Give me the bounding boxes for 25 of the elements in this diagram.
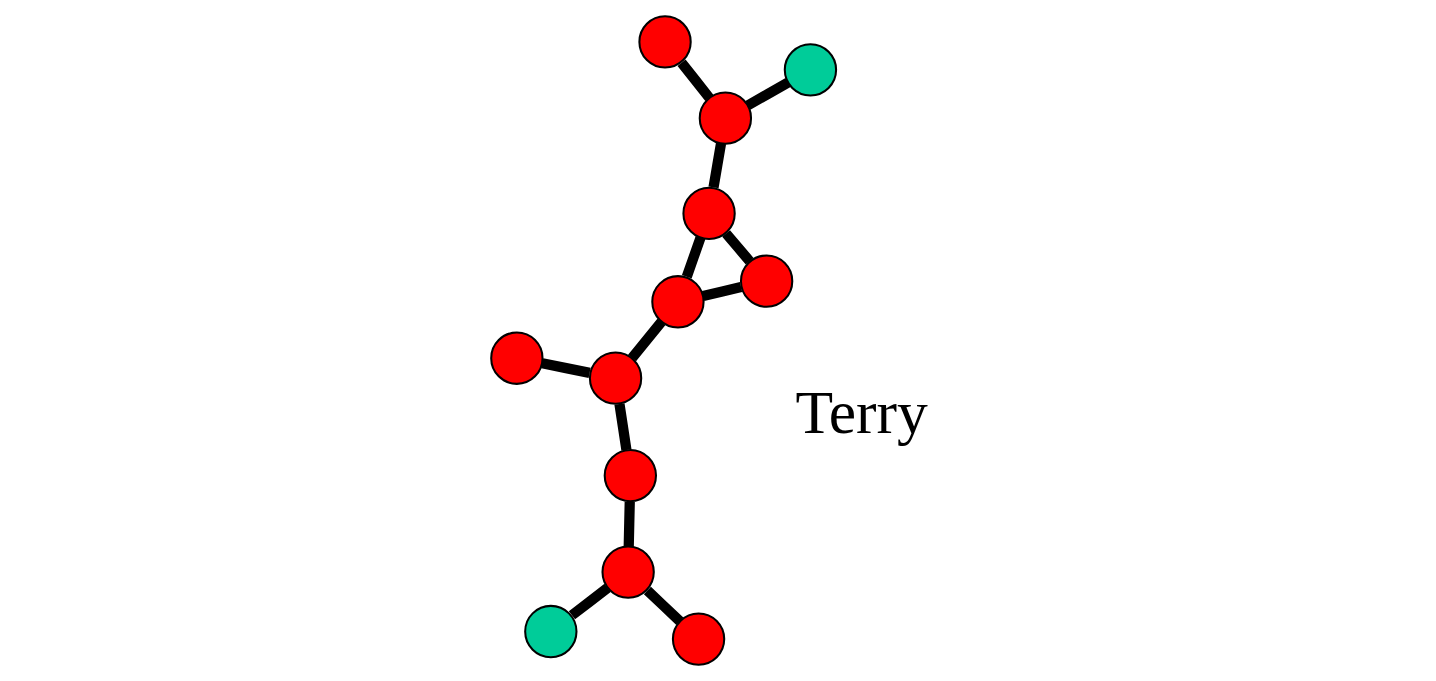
connector — [568, 583, 611, 620]
connector — [643, 586, 684, 625]
connector — [541, 358, 591, 378]
connector — [614, 403, 632, 451]
node-circle — [682, 186, 736, 241]
connector — [677, 59, 714, 102]
connector — [701, 282, 743, 301]
node-circle — [698, 91, 753, 145]
connector — [722, 230, 754, 265]
node-circle — [490, 331, 544, 385]
node-circle — [603, 448, 658, 503]
node-circle — [588, 351, 643, 405]
connector — [623, 501, 635, 547]
connector — [708, 142, 727, 189]
node-circle — [783, 43, 838, 97]
node-circle — [601, 545, 655, 599]
node-circle — [651, 275, 705, 329]
connector — [628, 318, 666, 362]
label: Terry — [795, 377, 928, 446]
node-circle — [638, 15, 692, 69]
node-circle — [524, 604, 578, 659]
node-circle — [739, 254, 794, 308]
connector — [681, 235, 706, 279]
connector — [745, 78, 791, 110]
node-circle — [671, 612, 726, 666]
